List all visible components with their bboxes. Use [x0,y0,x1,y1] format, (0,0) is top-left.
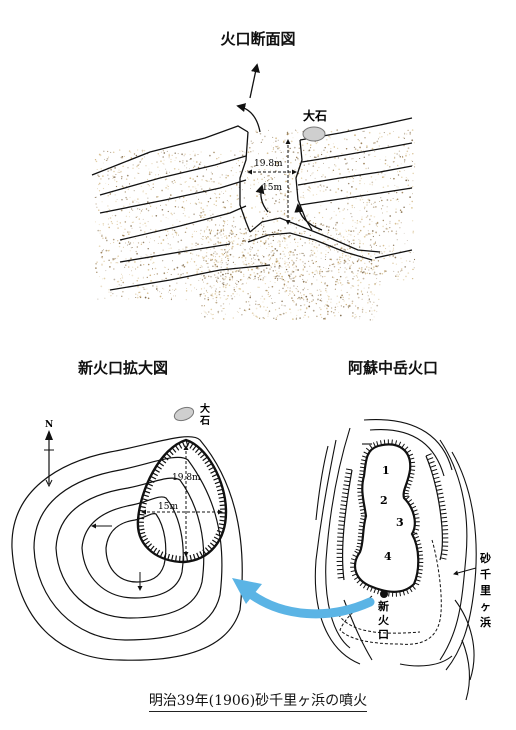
aso-crater-chain [336,439,449,597]
depth-label: 15m [262,183,282,193]
big-rock-shape [302,126,326,142]
crater-number-1: 1 [382,464,390,477]
crater-number-2: 2 [380,494,388,507]
aso-crater-title: 阿蘇中岳火口 [348,359,439,377]
connection-arrow [232,578,375,619]
dimension-lines [247,139,297,225]
aso-contours [314,419,477,701]
crater-numbers: 1 2 3 4 [380,464,404,563]
enlarged-crater-title: 新火口拡大図 [78,359,169,377]
north-label: N [45,420,53,430]
sand-char-3: 里 [480,584,491,597]
cross-section-title: 火口断面図 [220,30,296,48]
eruption-arrows [236,63,323,231]
cross-section-strata [91,117,413,291]
crater-width-label: 19.8m [172,473,201,483]
big-rock-label: 大石 [303,108,327,123]
new-crater-dot [380,590,388,598]
figure-caption: 明治39年(1906)砂千里ヶ浜の噴火 [0,690,516,712]
new-crater-rim [136,438,228,564]
big-rock-v2: 石 [199,415,210,427]
sand-texture [94,129,416,321]
width-label: 19.8m [254,159,283,169]
new-crater-char-1: 新 [378,599,389,613]
sand-char-4: ヶ [480,600,491,613]
big-rock-v1: 大 [200,402,210,415]
sand-label: 砂 千 里 ヶ 浜 [480,551,491,629]
enlarged-contours [11,436,243,661]
sand-char-5: 浜 [480,615,491,629]
crater-number-4: 4 [384,550,392,563]
sand-arrow [453,567,477,576]
enlarged-big-rock-shape [173,406,195,422]
crater-depth-label: 15m [158,502,178,512]
crater-dimensions [141,445,223,557]
sand-char-2: 千 [480,567,491,581]
new-crater-char-3: 口 [378,628,389,641]
sand-char-1: 砂 [480,551,491,565]
new-crater-char-2: 火 [378,614,390,627]
sand-boundary [339,539,442,645]
flow-arrows [91,523,143,591]
crater-number-3: 3 [396,516,404,529]
new-crater-label: 新 火 口 [378,599,390,641]
caption-text: 明治39年(1906)砂千里ヶ浜の噴火 [148,693,368,712]
north-arrow [44,430,54,488]
